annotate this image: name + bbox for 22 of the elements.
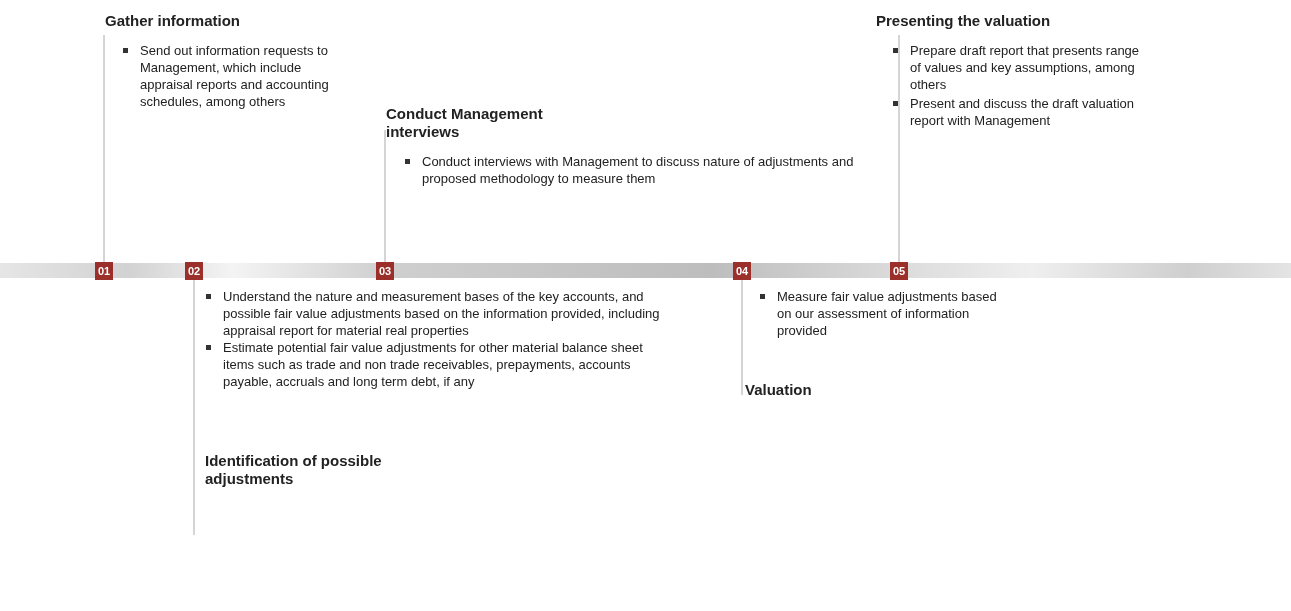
step-number-badge: 03	[376, 262, 394, 280]
step-heading: Identification of possible adjustments	[205, 452, 383, 488]
bullet-text: Estimate potential fair value adjustments for other material balance sheet items such as trade and non trade receivables, prepayments, accounts payable, accruals and long term debt, if any	[223, 339, 644, 390]
step-number-badge: 04	[733, 262, 751, 280]
bullet-text: Conduct interviews with Management to discuss nature of adjustments and proposed methodology to measure them	[422, 153, 855, 187]
leader-line	[103, 34, 105, 263]
bullet-text: Present and discuss the draft valuation report with Management	[910, 95, 1136, 129]
leader-line	[193, 279, 195, 536]
leader-line	[384, 129, 386, 263]
step-number-badge: 02	[185, 262, 203, 280]
bullet-text: Understand the nature and measurement bases of the key accounts, and possible fair value adjustments based on the information provided, including appraisal report for material real properties	[223, 288, 661, 339]
bullet-text: Measure fair value adjustments based on our assessment of information provided	[777, 288, 998, 339]
step-number-badge: 01	[95, 262, 113, 280]
step-heading: Conduct Management interviews	[386, 105, 544, 141]
step-heading: Gather information	[105, 12, 241, 30]
step-heading: Presenting the valuation	[876, 12, 1052, 30]
bullet-text: Prepare draft report that presents range of values and key assumptions, among others	[910, 42, 1141, 93]
leader-line	[741, 279, 743, 396]
step-number-badge: 05	[890, 262, 908, 280]
leader-line	[898, 34, 900, 263]
step-heading: Valuation	[745, 381, 813, 399]
bullet-text: Send out information requests to Management, which include appraisal reports and accounting schedules, among others	[140, 42, 330, 110]
